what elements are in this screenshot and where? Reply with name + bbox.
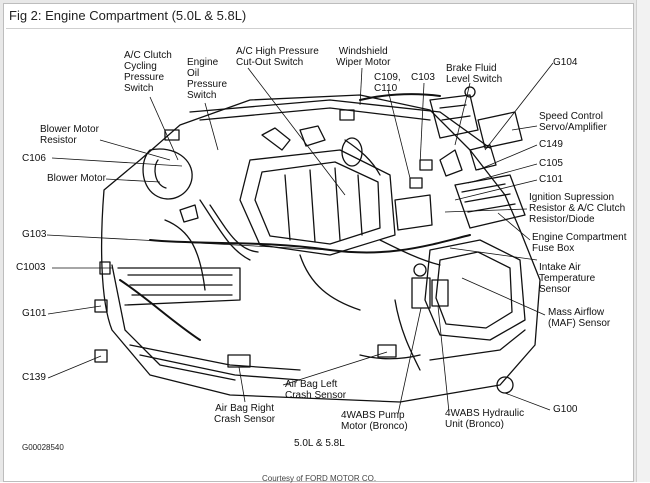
label-c105: C105 (539, 158, 563, 169)
label-line: Air Bag Left (285, 379, 338, 390)
label-line: Sensor (539, 284, 571, 295)
engine-caption: 5.0L & 5.8L (294, 438, 345, 449)
label-line: Mass Airflow (548, 307, 605, 318)
label-line: Servo/Amplifier (539, 122, 607, 133)
label-4wabs-hydraulic-unit: 4WABS Hydraulic Unit (Bronco) (445, 408, 524, 430)
label-line: A/C High Pressure (236, 46, 319, 57)
label-c1003: C1003 (16, 262, 46, 273)
label-ac-clutch-cycling-pressure-switch: A/C Clutch Cycling Pressure Switch (124, 50, 172, 94)
title-divider (6, 28, 632, 29)
label-windshield-wiper-motor: Windshield Wiper Motor (336, 46, 390, 68)
label-line: Crash Sensor (285, 390, 347, 401)
label-line: Oil (187, 68, 200, 79)
vertical-scrollbar[interactable] (636, 0, 650, 482)
label-line: A/C Clutch (124, 50, 172, 61)
label-c101: C101 (539, 174, 563, 185)
label-line: Switch (124, 83, 154, 94)
document-code: G00028540 (22, 443, 64, 452)
label-c149: C149 (539, 139, 563, 150)
label-line: Engine Compartment (532, 232, 627, 243)
label-line: Switch (187, 90, 217, 101)
label-line: Cut-Out Switch (236, 57, 304, 68)
label-line: Air Bag Right (215, 403, 275, 414)
label-line: C110 (374, 83, 398, 94)
label-line: Blower Motor (40, 124, 99, 135)
label-line: Level Switch (446, 74, 503, 85)
label-line: Resistor & A/C Clutch (529, 203, 626, 214)
label-line: Pressure (187, 79, 228, 90)
label-line: Brake Fluid (446, 63, 497, 74)
label-line: 4WABS Hydraulic (445, 408, 525, 419)
label-line: Speed Control (539, 111, 603, 122)
label-intake-air-temperature-sensor: Intake Air Temperature Sensor (539, 262, 595, 295)
label-line: C109, (374, 72, 401, 83)
label-line: (MAF) Sensor (548, 318, 611, 329)
label-line: Temperature (539, 273, 596, 284)
label-4wabs-pump-motor: 4WABS Pump Motor (Bronco) (341, 410, 408, 432)
figure-title: Fig 2: Engine Compartment (5.0L & 5.8L) (9, 8, 247, 23)
label-c139: C139 (22, 372, 46, 383)
label-speed-control-servo-amplifier: Speed Control Servo/Amplifier (539, 111, 607, 133)
label-line: Resistor (40, 135, 77, 146)
label-c103: C103 (411, 72, 435, 83)
label-line: Windshield (338, 46, 388, 57)
label-line: Wiper Motor (336, 57, 391, 68)
label-line: Pressure (124, 72, 165, 83)
label-g100: G100 (553, 404, 578, 415)
label-blower-motor-resistor: Blower Motor Resistor (40, 124, 99, 146)
label-line: Fuse Box (532, 243, 575, 254)
label-line: Cycling (124, 61, 157, 72)
label-engine-compartment-fuse-box: Engine Compartment Fuse Box (532, 232, 627, 254)
label-g104: G104 (553, 57, 578, 68)
label-line: Resistor/Diode (529, 214, 595, 225)
label-air-bag-right-crash-sensor: Air Bag Right Crash Sensor (214, 403, 275, 425)
label-line: Ignition Supression (529, 192, 615, 203)
label-g101: G101 (22, 308, 47, 319)
label-c109-c110: C109, C110 (374, 72, 401, 94)
label-ignition-suppression-resistor: Ignition Supression Resistor & A/C Clutc… (529, 192, 625, 225)
label-line: Motor (Bronco) (341, 421, 408, 432)
label-c106: C106 (22, 153, 46, 164)
label-line: Intake Air (539, 262, 581, 273)
label-brake-fluid-level-switch: Brake Fluid Level Switch (446, 63, 502, 85)
label-line: Engine (187, 57, 219, 68)
label-air-bag-left-crash-sensor: Air Bag Left Crash Sensor (285, 379, 346, 401)
label-g103: G103 (22, 229, 47, 240)
label-line: Crash Sensor (214, 414, 276, 425)
label-engine-oil-pressure-switch: Engine Oil Pressure Switch (187, 57, 227, 101)
label-ac-high-pressure-cutout-switch: A/C High Pressure Cut-Out Switch (236, 46, 319, 68)
label-line: Unit (Bronco) (445, 419, 504, 430)
label-blower-motor: Blower Motor (47, 173, 106, 184)
footer-credit: Courtesy of FORD MOTOR CO. (262, 474, 377, 483)
label-mass-airflow-sensor: Mass Airflow (MAF) Sensor (548, 307, 610, 329)
label-line: 4WABS Pump (341, 410, 405, 421)
